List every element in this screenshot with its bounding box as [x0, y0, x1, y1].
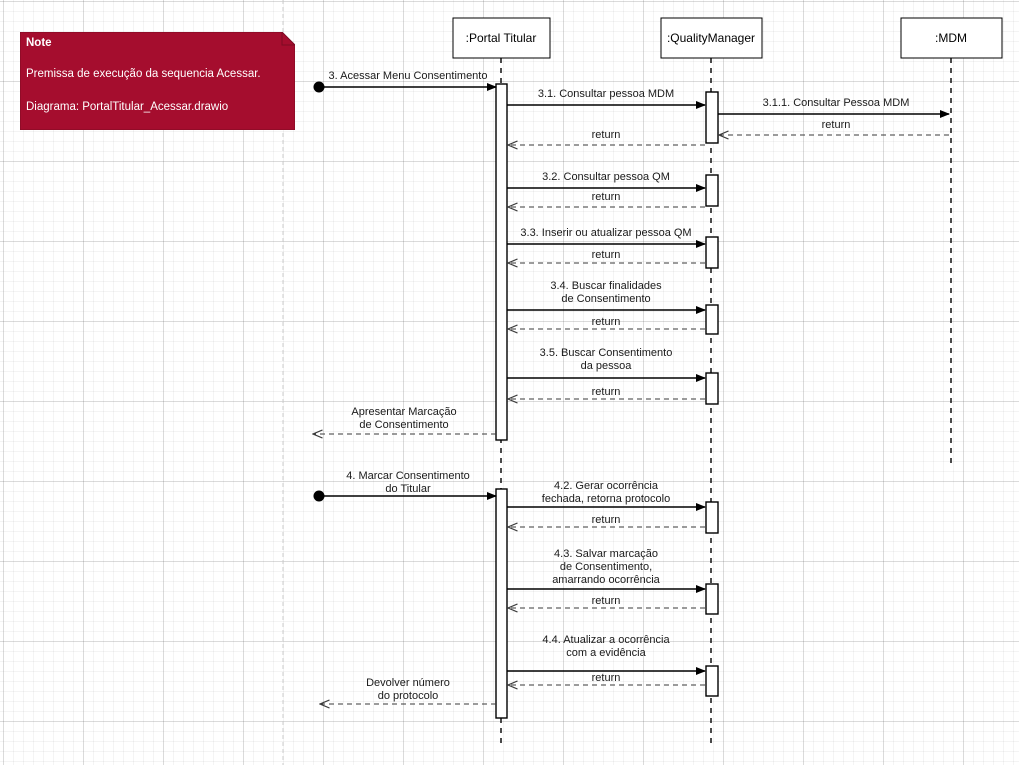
lifelines-layer: :Portal Titular :QualityManager :MDM	[452, 17, 1003, 745]
activation-bar-portal-0[interactable]	[495, 83, 508, 441]
lifeline-label-portal: :Portal Titular	[466, 31, 537, 45]
lifeline-qm[interactable]: :QualityManager	[660, 17, 763, 745]
message-r3-4[interactable]: return	[508, 316, 705, 329]
message-m3-1-1[interactable]: 3.1.1. Consultar Pessoa MDM	[718, 97, 950, 118]
note-shape	[20, 32, 295, 130]
message-label-r4-3: return	[592, 595, 621, 607]
message-label-r4-4: return	[592, 672, 621, 684]
message-r4-4[interactable]: return	[508, 672, 705, 685]
found-message-dot-m4	[313, 490, 325, 502]
message-r4-3[interactable]: return	[508, 595, 705, 608]
messages-layer: 3. Acessar Menu Consentimento 3.1. Consul…	[313, 70, 950, 704]
activation-bar-qm-8[interactable]	[705, 583, 719, 615]
message-r4-2[interactable]: return	[508, 514, 705, 527]
lifeline-header-qm[interactable]	[660, 17, 763, 59]
message-label-m3-3: 3.3. Inserir ou atualizar pessoa QM	[520, 227, 691, 239]
activation-bar-qm-5[interactable]	[705, 304, 719, 335]
message-label-r3-1-1: return	[822, 119, 851, 131]
activation-bar-qm-9[interactable]	[705, 665, 719, 697]
lifeline-mdm[interactable]: :MDM	[900, 17, 1003, 465]
message-label-r3-3: return	[592, 249, 621, 261]
lifeline-label-qm: :QualityManager	[667, 31, 755, 45]
activation-bar-qm-2[interactable]	[705, 91, 719, 144]
lifeline-header-mdm[interactable]	[900, 17, 1003, 59]
activation-bar-qm-3[interactable]	[705, 174, 719, 207]
message-r3-2[interactable]: return	[508, 191, 705, 207]
message-m3[interactable]: 3. Acessar Menu Consentimento	[313, 70, 497, 93]
lifeline-portal[interactable]: :Portal Titular	[452, 17, 551, 745]
note-box[interactable]: Note Premissa de execução da sequencia A…	[20, 32, 295, 130]
message-label-m3-1-1: 3.1.1. Consultar Pessoa MDM	[763, 97, 910, 109]
lifeline-label-mdm: :MDM	[935, 31, 967, 45]
message-label-m3-2: 3.2. Consultar pessoa QM	[542, 171, 670, 183]
message-m3-1[interactable]: 3.1. Consultar pessoa MDM	[507, 88, 706, 109]
message-m3-3[interactable]: 3.3. Inserir ou atualizar pessoa QM	[507, 227, 706, 248]
found-message-dot-m3	[313, 81, 325, 93]
message-r3-1[interactable]: return	[508, 129, 705, 145]
message-label-r4-2: return	[592, 514, 621, 526]
message-label-m3: 3. Acessar Menu Consentimento	[329, 70, 488, 82]
message-m3-2[interactable]: 3.2. Consultar pessoa QM	[507, 171, 706, 192]
message-label-m3-1: 3.1. Consultar pessoa MDM	[538, 88, 674, 100]
activation-bar-qm-4[interactable]	[705, 236, 719, 269]
message-label-r3-1: return	[592, 129, 621, 141]
message-label-r3-2: return	[592, 191, 621, 203]
message-r3-3[interactable]: return	[508, 249, 705, 263]
message-label-r3-5: return	[592, 386, 621, 398]
activation-bar-portal-1[interactable]	[495, 488, 508, 719]
lifeline-header-portal[interactable]	[452, 17, 551, 59]
message-r3-5[interactable]: return	[508, 386, 705, 399]
message-label-r3-4: return	[592, 316, 621, 328]
activation-bar-qm-7[interactable]	[705, 501, 719, 534]
activation-bar-qm-6[interactable]	[705, 372, 719, 405]
message-r3-1-1[interactable]: return	[719, 119, 949, 135]
